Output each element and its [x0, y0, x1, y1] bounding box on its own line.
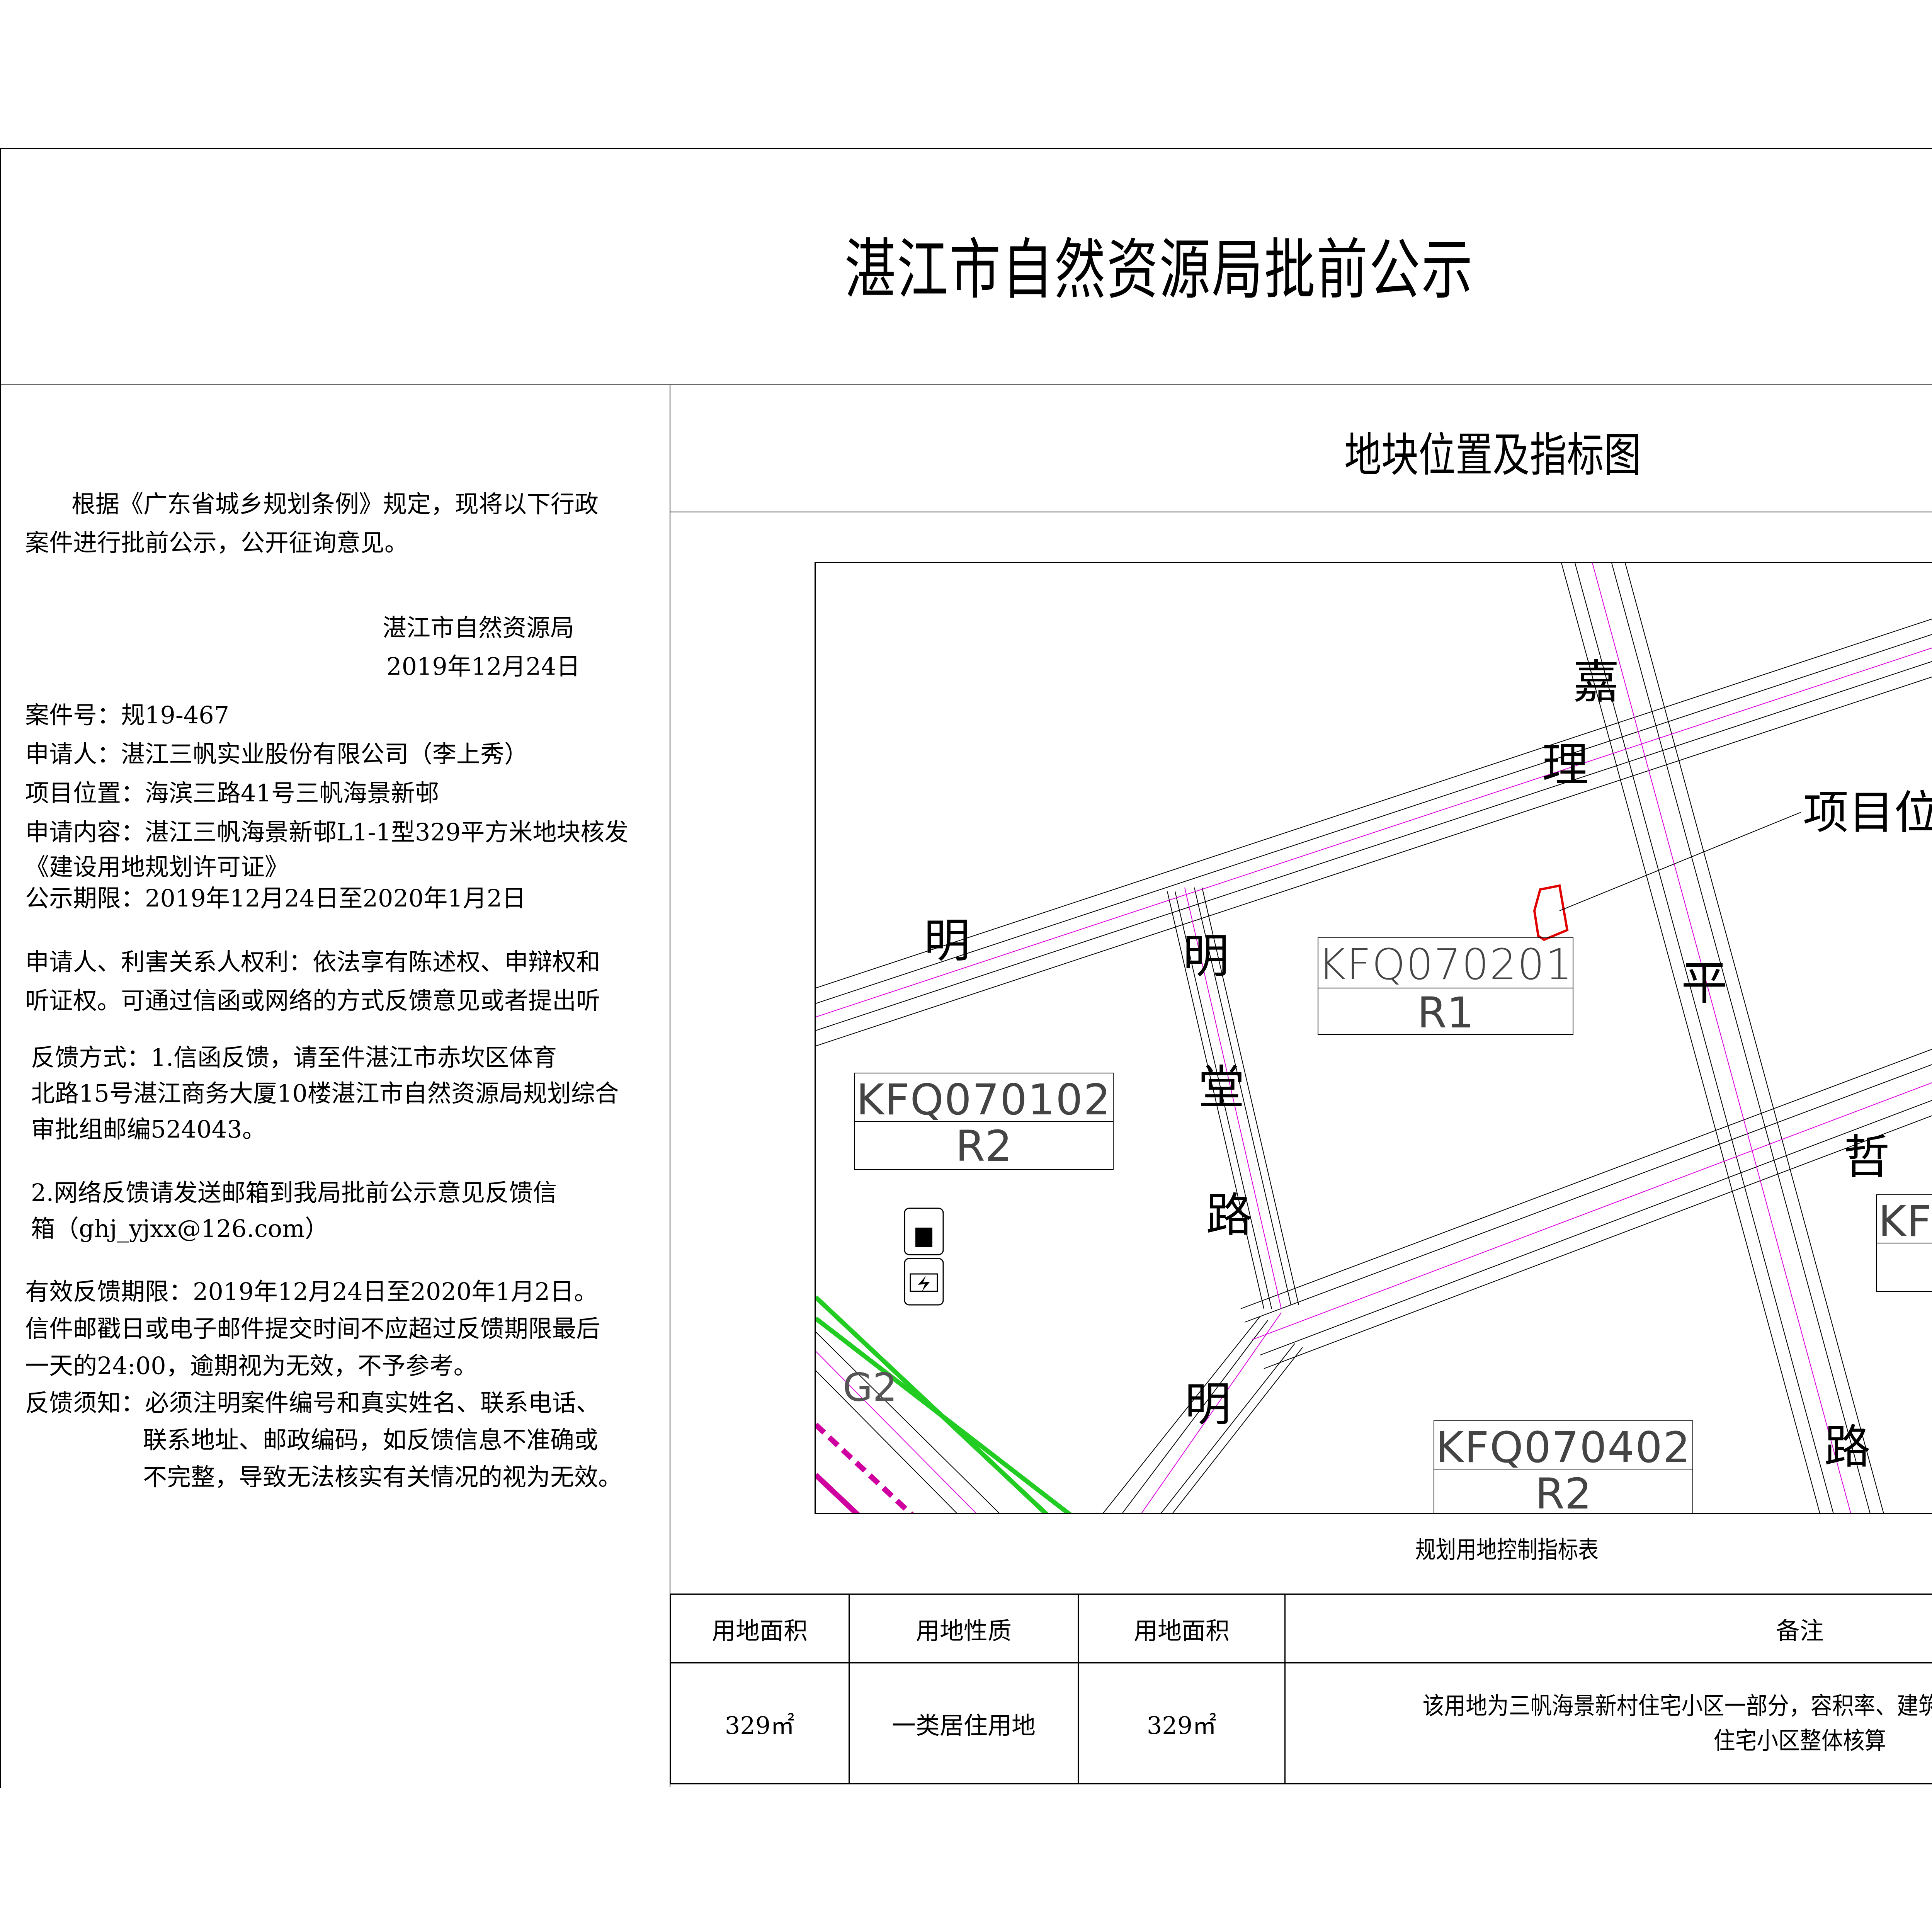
parcel-code: KFQ070501	[1878, 1197, 1932, 1246]
must-line-3: 不完整，导致无法核实有关情况的视为无效。	[143, 1463, 622, 1492]
header-nature: 用地性质	[849, 1594, 1079, 1663]
rights-line-2: 听证权。可通过信函或网络的方式反馈意见或者提出听	[25, 986, 600, 1015]
parcel-type: R2	[1535, 1469, 1592, 1514]
header-area: 用地面积	[670, 1594, 850, 1663]
intro-line-1: 根据《广东省城乡规划条例》规定，现将以下行政	[71, 490, 599, 518]
frame-left-line	[0, 148, 1, 1788]
road-label-ming-1: 明	[924, 914, 970, 968]
feedback-line-2: 北路15号湛江商务大厦10楼湛江市自然资源局规划综合	[31, 1079, 619, 1107]
table-row: 329㎡ 一类居住用地 329㎡ 该用地为三帆海景新村住宅小区一部分，容积率、建…	[670, 1662, 1932, 1784]
header-remark: 备注	[1284, 1594, 1932, 1663]
road-label-ming-2: 明	[1183, 930, 1229, 983]
road-label-lu-4: 路	[1824, 1420, 1871, 1474]
email-line-1: 2.网络反馈请发送邮箱到我局批前公示意见反馈信	[31, 1179, 557, 1207]
feedback-line-1: 反馈方式：1.信函反馈，请至件湛江市赤坎区体育	[31, 1043, 557, 1071]
issue-date: 2019年12月24日	[386, 652, 580, 681]
valid-line-1: 有效反馈期限：2019年12月24日至2020年1月2日。	[25, 1277, 598, 1306]
table-caption: 规划用地控制指标表	[1415, 1536, 1599, 1564]
project-location: 项目位置：海滨三路41号三帆海景新邨	[25, 779, 439, 808]
valid-line-2: 信件邮戳日或电子邮件提交时间不应超过反馈期限最后	[25, 1315, 600, 1343]
road-label-ping: 平	[1681, 957, 1728, 1010]
project-location-label: 项目位置	[1803, 786, 1932, 839]
case-details: 案件号：规19-467 申请人：湛江三帆实业股份有限公司（李上秀） 项目位置：海…	[25, 696, 659, 914]
issuer: 湛江市自然资源局	[383, 614, 575, 642]
road-label-tang: 堂	[1198, 1061, 1245, 1115]
application-content-2: 《建设用地规划许可证》	[25, 853, 289, 881]
must-line-1: 反馈须知：必须注明案件编号和真实姓名、联系电话、	[25, 1389, 600, 1417]
remark-text: 该用地为三帆海景新村住宅小区一部分，容积率、建筑密度、绿地率等规划指标 住宅小区…	[1422, 1689, 1932, 1758]
publicity-period: 公示期限：2019年12月24日至2020年1月2日	[25, 884, 526, 912]
notice-panel: 根据《广东省城乡规划条例》规定，现将以下行政 案件进行批前公示，公开征询意见。	[25, 485, 659, 563]
header-area-2: 用地面积	[1078, 1594, 1286, 1663]
cell-area: 329㎡	[670, 1662, 850, 1784]
feedback-method: 反馈方式：1.信函反馈，请至件湛江市赤坎区体育 北路15号湛江商务大厦10楼湛江…	[31, 1039, 665, 1147]
must-line-2: 联系地址、邮政编码，如反馈信息不准确或	[143, 1426, 599, 1454]
issuer-block: 湛江市自然资源局 2019年12月24日	[383, 609, 653, 686]
site-location-map[interactable]: 明 理 嘉 路 明 堂 路 明 平 哲 路 路 项目位置 KFQ070201 R…	[815, 562, 1932, 1514]
parcel-code: KFQ070402	[1436, 1423, 1691, 1472]
feedback-line-3: 审批组邮编524043。	[31, 1115, 266, 1143]
rights-line-1: 申请人、利害关系人权利：依法享有陈述权、申辩权和	[25, 948, 600, 976]
parcel-type: R2	[1876, 1243, 1932, 1293]
road-label-zhe: 哲	[1844, 1131, 1890, 1184]
cell-remark: 该用地为三帆海景新村住宅小区一部分，容积率、建筑密度、绿地率等规划指标 住宅小区…	[1284, 1662, 1932, 1784]
valid-period-block: 有效反馈期限：2019年12月24日至2020年1月2日。 信件邮戳日或电子邮件…	[25, 1273, 659, 1496]
power-station-icon	[905, 1259, 943, 1305]
remark-line-2: 住宅小区整体核算	[1713, 1726, 1886, 1755]
road-label-ming-3: 明	[1185, 1378, 1231, 1432]
title-row-divider	[0, 384, 1932, 385]
applicant: 申请人：湛江三帆实业股份有限公司（李上秀）	[25, 740, 529, 769]
page-title: 湛江市自然资源局批前公示	[844, 232, 1474, 308]
intro-line-2: 案件进行批前公示，公开征询意见。	[25, 529, 409, 557]
parcel-type: R1	[1417, 988, 1474, 1037]
parcel-type: R2	[955, 1121, 1012, 1171]
cell-area-2: 329㎡	[1078, 1662, 1286, 1784]
map-section-title: 地块位置及指标图	[1344, 429, 1641, 482]
parcel-code: KFQ070201	[1318, 940, 1573, 989]
trash-bin-icon	[905, 1208, 943, 1255]
cell-nature: 一类居住用地	[849, 1662, 1079, 1784]
parcel-code: KFQ070102	[856, 1075, 1111, 1124]
frame-top-line	[0, 148, 1932, 149]
green-zone-label: G2	[843, 1365, 898, 1410]
table-header-row: 用地面积 用地性质 用地面积 备注	[670, 1594, 1932, 1663]
remark-line-1: 该用地为三帆海景新村住宅小区一部分，容积率、建筑密度、绿地率等规划指标	[1422, 1692, 1932, 1720]
valid-line-3: 一天的24:00，逾期视为无效，不予参考。	[25, 1352, 478, 1380]
email-feedback: 2.网络反馈请发送邮箱到我局批前公示意见反馈信 箱（ghj_yjxx@126.c…	[31, 1175, 665, 1247]
road-label-jia: 嘉	[1573, 655, 1619, 709]
planning-index-table: 用地面积 用地性质 用地面积 备注 329㎡ 一类居住用地 329㎡ 该用地为三…	[670, 1594, 1932, 1784]
application-content-1: 申请内容：湛江三帆海景新邨L1-1型329平方米地块核发	[25, 818, 629, 847]
rights-block: 申请人、利害关系人权利：依法享有陈述权、申辩权和 听证权。可通过信函或网络的方式…	[25, 943, 659, 1020]
road-label-li: 理	[1542, 738, 1588, 792]
site-outline	[1533, 884, 1569, 941]
road-label-lu-2: 路	[1206, 1189, 1252, 1242]
map-drawing	[816, 563, 1932, 1513]
case-number: 案件号：规19-467	[25, 701, 230, 729]
feedback-email[interactable]: 箱（ghj_yjxx@126.com）	[31, 1214, 329, 1243]
